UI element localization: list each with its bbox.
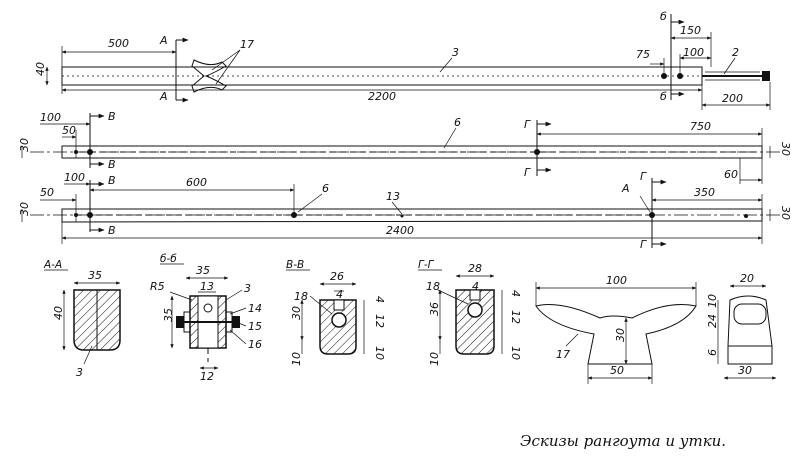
rail-3-part-13: 13 <box>386 190 400 203</box>
section-gg-title: Г-Г <box>418 259 435 271</box>
rail-3-part-6: 6 <box>322 182 329 195</box>
cleat-side-h10: 10 <box>706 294 719 308</box>
section-aa-height: 40 <box>52 306 65 320</box>
section-gg-d12: 12 <box>509 310 522 324</box>
rail-3-len-50: 50 <box>40 186 54 199</box>
section-gg-width: 28 <box>468 262 482 275</box>
rail-2-len-60: 60 <box>724 168 738 181</box>
section-vv-h10: 10 <box>290 352 303 366</box>
section-aa-width: 35 <box>88 269 102 282</box>
rail-2-cut-g-top: Г <box>524 118 531 131</box>
rail-1-cut-b-bottom: б <box>660 90 667 103</box>
rail-2-height-left: 30 <box>18 138 31 152</box>
rail-2-cut-v-bottom: В <box>108 158 116 171</box>
section-bb-p16: 16 <box>248 338 262 351</box>
section-aa-part: 3 <box>76 366 83 379</box>
rail-1-part-2: 2 <box>732 46 739 59</box>
cleat-profile <box>535 304 697 365</box>
section-gg-d10: 10 <box>509 346 522 360</box>
section-bb-width: 35 <box>196 264 210 277</box>
cleat-side-profile <box>727 295 773 365</box>
rail-1-len-500: 500 <box>108 37 129 50</box>
section-gg-profile <box>455 289 495 355</box>
rail-3-cut-v-top: В <box>108 174 116 187</box>
section-vv-d4r: 4 <box>373 296 386 303</box>
rail-1-part-17: 17 <box>240 38 254 51</box>
rail-3-total: 2400 <box>386 224 414 237</box>
cleat-h30: 30 <box>614 328 627 342</box>
section-bb-p14: 14 <box>248 302 262 315</box>
section-gg-d4: 4 <box>472 280 479 293</box>
cleat-side-h6: 6 <box>706 349 719 356</box>
rail-2-part-6: 6 <box>454 116 461 129</box>
rail-3-body <box>61 208 763 223</box>
section-bb-title: б-б <box>160 253 177 265</box>
rail-1: 40 500 А А 17 3 б б 150 100 75 <box>34 10 771 110</box>
rail-1-len-150: 150 <box>680 24 701 37</box>
section-gg: Г-Г 28 4 36 10 18 4 12 10 <box>418 259 522 366</box>
rail-1-total: 2200 <box>368 90 396 103</box>
rail-3-cut-v-bottom: В <box>108 224 116 237</box>
rail-3-height-left: 30 <box>18 202 31 216</box>
rail-2-cut-v-top: В <box>108 110 116 123</box>
section-vv-d10: 10 <box>373 346 386 360</box>
section-vv-d4: 4 <box>336 288 343 301</box>
section-gg-d4r: 4 <box>509 290 522 297</box>
rail-1-len-75: 75 <box>636 48 650 61</box>
cleat: 100 30 50 17 <box>535 274 697 384</box>
cleat-len-100: 100 <box>606 274 627 287</box>
section-bb-height: 35 <box>162 308 175 322</box>
section-bb-r5: R5 <box>150 280 165 293</box>
rail-3-cut-g-bottom: Г <box>640 238 647 251</box>
cleat-side-w20: 20 <box>740 272 754 285</box>
rail-1-cleat <box>191 59 227 93</box>
section-vv-h30: 30 <box>290 306 303 320</box>
cleat-part-17: 17 <box>556 348 570 361</box>
rail-2-cut-g-bottom: Г <box>524 166 531 179</box>
rail-1-cut-a-bottom: А <box>159 90 168 103</box>
rail-3-mark-a: А <box>621 182 630 195</box>
rail-1-cut-b-top: б <box>660 10 667 23</box>
section-bb-w13: 13 <box>200 280 214 293</box>
rail-1-part-3: 3 <box>452 46 459 59</box>
section-bb: б-б 35 R5 13 35 12 3 14 15 16 <box>150 253 262 383</box>
rail-1-len-100: 100 <box>683 46 704 59</box>
section-gg-p18: 18 <box>426 280 440 293</box>
section-bb-p3: 3 <box>244 282 251 295</box>
section-vv: В-В 26 4 30 10 18 4 12 10 <box>286 259 386 366</box>
rail-2: 30 30 100 50 В В 6 Г Г 750 60 <box>18 110 792 184</box>
rail-3-cut-g-top: Г <box>640 170 647 183</box>
section-aa: А-А 35 40 3 <box>43 259 121 379</box>
section-gg-h10: 10 <box>428 352 441 366</box>
rail-3-len-100: 100 <box>64 171 85 184</box>
rail-2-len-100: 100 <box>40 111 61 124</box>
rail-1-len-200: 200 <box>722 92 743 105</box>
section-aa-title: А-А <box>43 259 62 271</box>
cleat-base-50: 50 <box>610 364 624 377</box>
section-bb-w12: 12 <box>200 370 214 383</box>
rail-2-len-750: 750 <box>690 120 711 133</box>
section-gg-h36: 36 <box>428 302 441 316</box>
cleat-side-h24: 24 <box>706 314 719 328</box>
section-vv-width: 26 <box>330 270 344 283</box>
rail-2-len-50: 50 <box>62 124 76 137</box>
rail-3-height-right: 30 <box>779 206 792 220</box>
rail-1-cut-a-top: А <box>159 34 168 47</box>
section-vv-title: В-В <box>286 259 304 271</box>
rail-2-height-right: 30 <box>779 142 792 156</box>
rail-3-len-600: 600 <box>186 176 207 189</box>
caption: Эскизы рангоута и утки. <box>520 432 726 450</box>
rail-3-len-350: 350 <box>694 186 715 199</box>
section-vv-p18: 18 <box>294 290 308 303</box>
rail-2-body <box>61 145 763 159</box>
cleat-side: 20 10 24 6 30 <box>706 272 777 380</box>
section-vv-d12: 12 <box>373 314 386 328</box>
section-bb-p15: 15 <box>248 320 262 333</box>
cleat-side-base-30: 30 <box>738 364 752 377</box>
rail-3: 30 30 50 100 В В 600 6 13 А <box>18 170 792 251</box>
rail-1-height: 40 <box>34 62 47 76</box>
